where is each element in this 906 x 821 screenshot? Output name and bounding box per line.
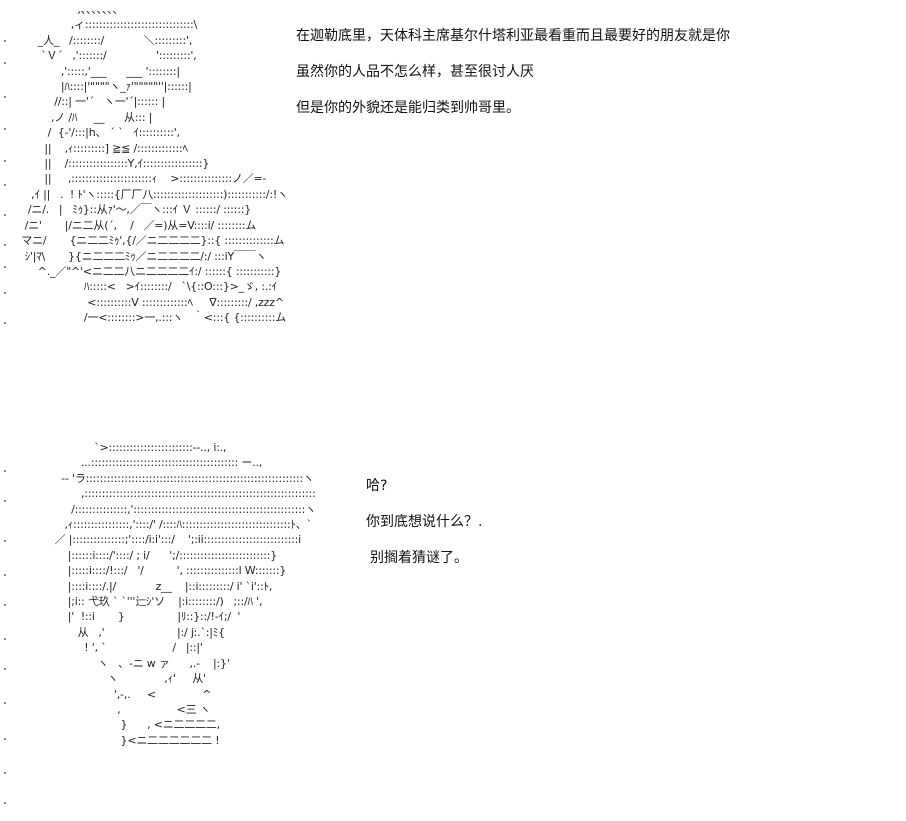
dialogue-line: 但是你的外貌还是能归类到帅哥里。 — [296, 100, 520, 116]
dialogue-line: 虽然你的人品不怎么样，甚至很讨人厌 — [296, 64, 534, 80]
left-margin-dots — [4, 0, 8, 821]
ascii-art-character-1: ,、、、、、、、 ,ィ:::::::::::::::::::::::::::::… — [21, 3, 288, 325]
dialogue-response-2: 哈? 你到底想说什么？. 别搁着猜谜了。 — [366, 476, 482, 584]
dialogue-line: 别搁着猜谜了。 — [370, 550, 468, 566]
dialogue-line: 在迦勒底里，天体科主席基尔什塔利亚最看重而且最要好的朋友就是你 — [296, 28, 730, 44]
dialogue-line: 你到底想说什么？. — [366, 514, 483, 530]
scene-1: ,、、、、、、、 ,ィ:::::::::::::::::::::::::::::… — [0, 0, 906, 400]
ascii-art-character-2: `>::::::::::::::::::::::::--.., i:., ...… — [54, 441, 317, 747]
dialogue-line: 哈? — [366, 478, 388, 494]
scene-2: `>::::::::::::::::::::::::--.., i:., ...… — [0, 420, 906, 821]
dialogue-narration-1: 在迦勒底里，天体科主席基尔什塔利亚最看重而且最要好的朋友就是你 虽然你的人品不怎… — [296, 26, 730, 134]
